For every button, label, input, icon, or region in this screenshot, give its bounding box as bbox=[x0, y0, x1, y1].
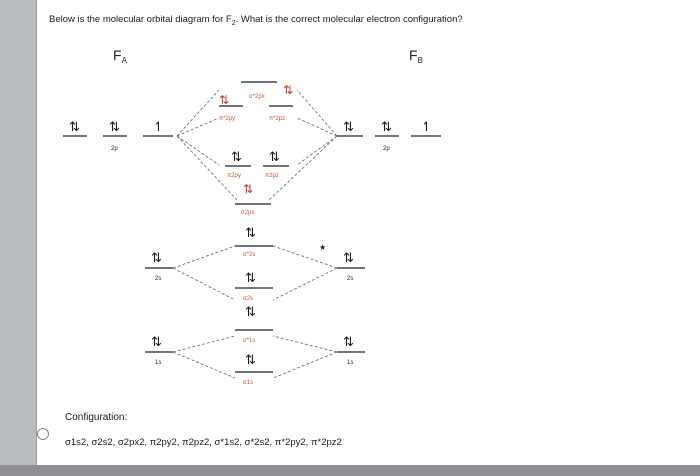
question-part-2: . What is the correct molecular electron… bbox=[235, 14, 463, 25]
right-2p-electrons-2: ⇅ bbox=[381, 120, 392, 135]
sigma-2px-electrons: ⇅ bbox=[245, 226, 256, 241]
configuration-label: Configuration: bbox=[65, 412, 128, 423]
left-2p-electrons-1: ⇅ bbox=[69, 120, 80, 135]
right-2s-label: 2s bbox=[347, 276, 353, 282]
mo-sigma-2px: σ2px ⇅ bbox=[235, 203, 271, 241]
sigma-star-2s-label: σ*2s bbox=[243, 252, 255, 258]
mo-2s: σ*2s ⇅ σ2s ⇅ bbox=[235, 245, 273, 320]
left-2p-orbitals: ⇅ ⇅ ↿ 2p bbox=[63, 120, 173, 152]
right-2p-label: 2p bbox=[383, 146, 390, 152]
question-text: Below is the molecular orbital diagram f… bbox=[49, 14, 463, 27]
sigma-star-2s-electrons: ⇅ bbox=[245, 271, 256, 286]
left-2p-label: 2p bbox=[111, 146, 118, 152]
left-1s-label: 1s bbox=[155, 360, 161, 366]
sigma-2s-label: σ2s bbox=[243, 296, 253, 302]
pi-star-2pz-label: π*2pz bbox=[269, 116, 285, 122]
pi-2py-electrons: ⇅ bbox=[231, 150, 242, 165]
sigma-1s-label: σ1s bbox=[243, 380, 253, 386]
bottom-edge bbox=[0, 465, 700, 476]
pi-2p-extra-electrons: ⇅ bbox=[243, 182, 253, 196]
mo-pi-2p: ⇅ ⇅ π2py π2pz ⇅ bbox=[225, 150, 289, 196]
left-2s-label: 2s bbox=[155, 276, 161, 282]
left-2p-electrons-3: ↿ bbox=[153, 120, 164, 135]
mo-sigma-star-2px: ⇅ ⇅ σ*2px bbox=[219, 81, 293, 107]
sigma-star-2px-electrons-b: ⇅ bbox=[283, 83, 293, 97]
mo-1s: σ*1s ⇅ σ1s bbox=[235, 329, 273, 386]
sigma-star-2px-label: σ*2px bbox=[249, 94, 265, 100]
right-2p-orbitals: ⇅ ⇅ ↿ 2p bbox=[337, 120, 441, 152]
answer-radio-button[interactable] bbox=[37, 428, 49, 440]
correlation-lines bbox=[172, 89, 338, 379]
sigma-star-2px-electrons-a: ⇅ bbox=[219, 93, 229, 107]
right-2p-electrons-3: ↿ bbox=[421, 120, 432, 135]
question-subscript: 2 bbox=[231, 19, 236, 27]
sigma-star-1s-electrons: ⇅ bbox=[245, 353, 256, 368]
right-2s-electrons: ⇅ bbox=[343, 251, 354, 266]
pi-star-2py-label: π*2py bbox=[219, 116, 235, 122]
star-marker: ★ bbox=[319, 243, 326, 252]
right-1s-label: 1s bbox=[347, 360, 353, 366]
question-part-1: Below is the molecular orbital diagram f… bbox=[49, 14, 232, 25]
left-2p-electrons-2: ⇅ bbox=[109, 120, 120, 135]
pi-2py-label: π2py bbox=[227, 173, 241, 179]
atomic-2s: ⇅ 2s ⇅ 2s bbox=[145, 251, 365, 282]
mo-pi-star-2p: π*2py π*2pz bbox=[219, 105, 293, 122]
mo-diagram: FA FB ⇅ ⇅ ↿ bbox=[63, 47, 441, 386]
pi-2pz-electrons: ⇅ bbox=[269, 150, 280, 165]
sigma-2px-label: σ2px bbox=[241, 210, 254, 216]
left-2s-electrons: ⇅ bbox=[151, 251, 162, 266]
atom-label-right: FB bbox=[409, 47, 423, 65]
question-card: Below is the molecular orbital diagram f… bbox=[36, 0, 700, 470]
pi-2pz-label: π2pz bbox=[265, 173, 279, 179]
sigma-star-1s-label: σ*1s bbox=[243, 338, 255, 344]
right-1s-electrons: ⇅ bbox=[343, 335, 354, 350]
answer-option-text[interactable]: σ1s2, σ2s2, σ2px2, π2py2, π2pz2, σ*1s2, … bbox=[65, 437, 342, 448]
atomic-1s: ⇅ 1s ⇅ 1s bbox=[145, 335, 365, 366]
right-2p-electrons-1: ⇅ bbox=[343, 120, 354, 135]
atom-label-left: FA bbox=[113, 47, 128, 65]
sigma-2s-electrons: ⇅ bbox=[245, 305, 256, 320]
left-1s-electrons: ⇅ bbox=[151, 335, 162, 350]
